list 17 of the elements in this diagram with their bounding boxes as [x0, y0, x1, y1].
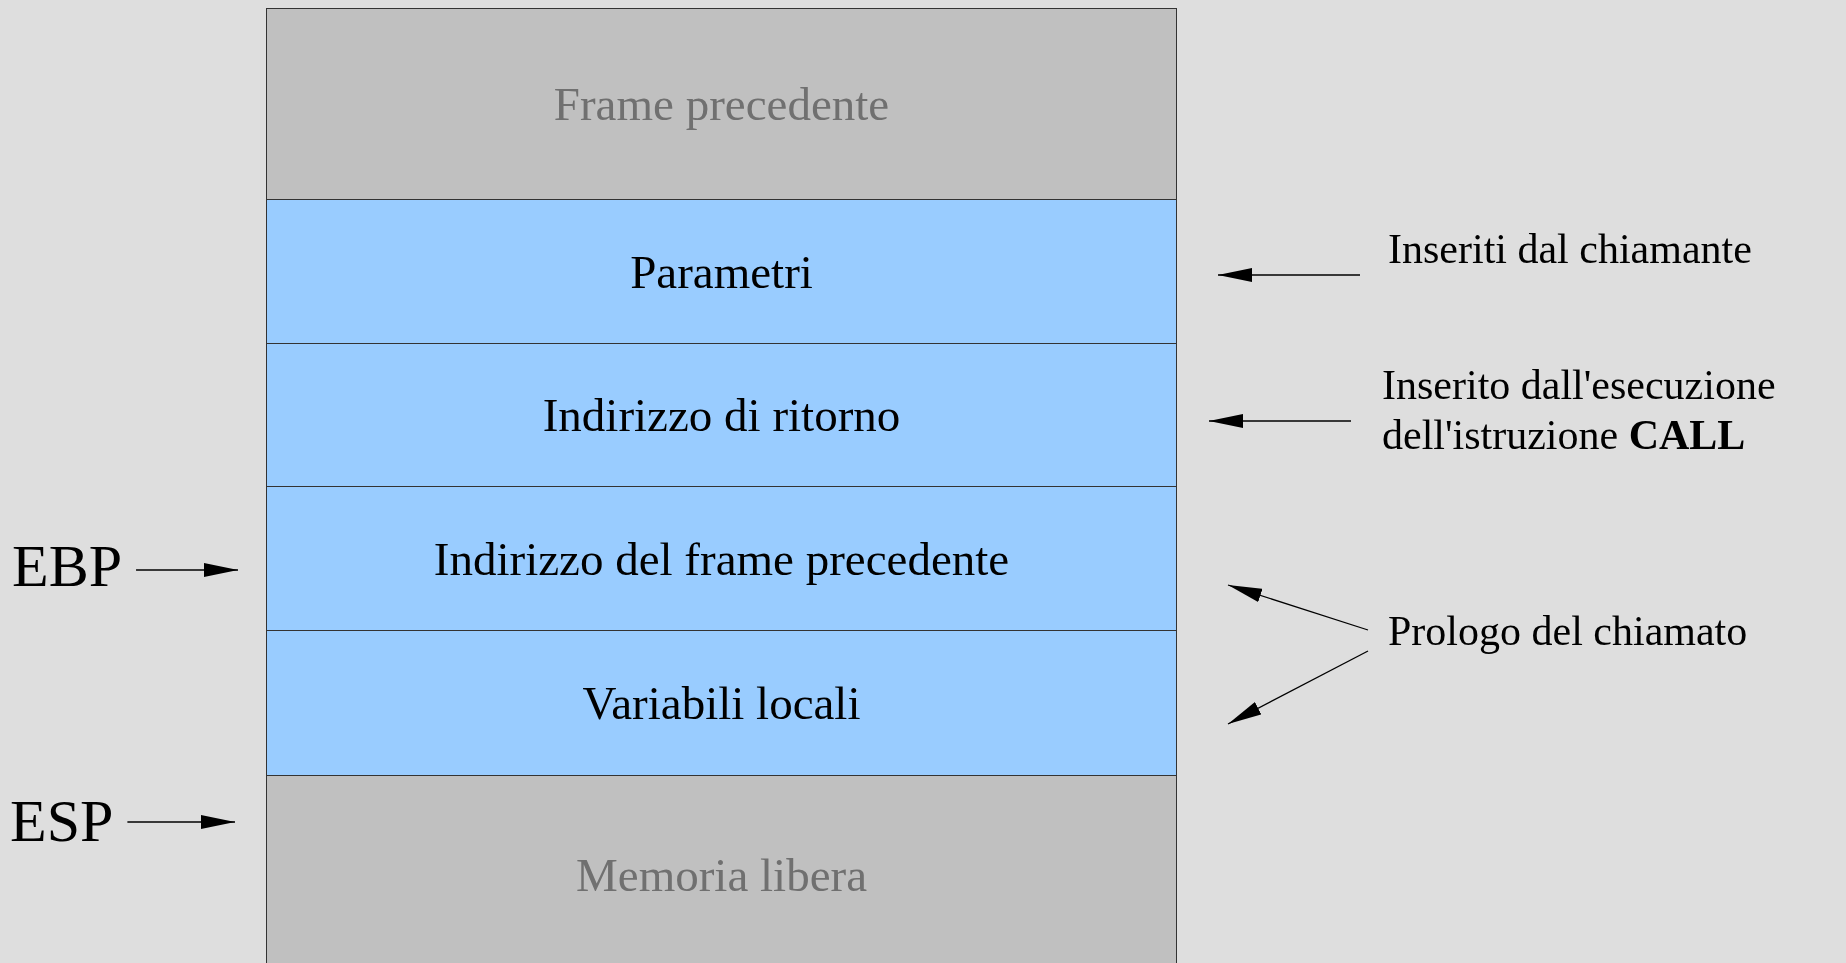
annotation-text: Inserito dall'esecuzione dell'istruzione CALL [1382, 360, 1842, 461]
stack-cell: Parametri [266, 199, 1177, 344]
stack-cell: Indirizzo di ritorno [266, 343, 1177, 487]
arrow [1227, 584, 1369, 631]
arrow [1217, 268, 1361, 282]
stack-region: Frame precedente [266, 8, 1177, 200]
annotation-text: Prologo del chiamato [1388, 606, 1748, 657]
register-label: EBP [12, 530, 123, 602]
arrow [1208, 414, 1352, 428]
stack-cell: Variabili locali [266, 630, 1177, 776]
stack-cell: Indirizzo del frame precedente [266, 486, 1177, 631]
register-label: ESP [10, 785, 114, 857]
arrow [1227, 650, 1369, 725]
arrow [126, 815, 236, 829]
arrow [135, 563, 239, 577]
stack-region: Memoria libera [266, 775, 1177, 963]
annotation-text: Inseriti dal chiamante [1388, 224, 1752, 275]
